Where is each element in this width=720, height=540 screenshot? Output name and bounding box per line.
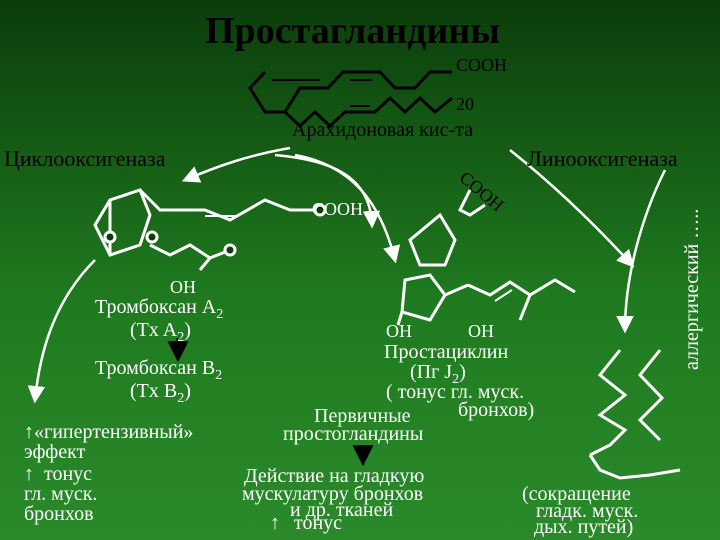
- contraction-line2: гладк. муск.: [536, 500, 639, 522]
- action-line1: Действие на гладкую: [244, 465, 425, 487]
- leukotriene-structure: [588, 349, 681, 480]
- thromboxane-a2-abbr: (Tx A2): [130, 319, 191, 345]
- prostacyclin-label: Простациклин: [384, 341, 509, 363]
- thromboxane-structure: [93, 188, 327, 271]
- hypertensive-effect-line2: эффект: [24, 441, 86, 463]
- primary-prostaglandins-line2: простогландины: [283, 423, 424, 445]
- primary-prostaglandins-line1: Первичные: [314, 405, 411, 427]
- prostacyclin-structure: [396, 189, 576, 326]
- action-line3: и др. тканей: [290, 499, 394, 521]
- up-arrow-icon: [24, 463, 34, 485]
- cyclooxygenase-label: Циклооксигеназа: [4, 146, 166, 171]
- hypertensive-effect-line1: «гипертензивный»: [24, 421, 193, 443]
- prostacyclin-tonus-2: бронхов): [458, 399, 535, 421]
- action-line4: тонус: [270, 512, 342, 534]
- carbon-number-label: 20: [456, 94, 474, 114]
- contraction-line3: дых. путей): [534, 516, 634, 538]
- prostacyclin-tonus: ( тонус гл. муск.: [386, 381, 525, 403]
- lipoxygenase-label: Линооксигеназа: [527, 146, 678, 171]
- arrows: [27, 146, 667, 404]
- cooh-label-thromboxane: COOH: [312, 199, 364, 219]
- oh-label-thromboxane: OH: [170, 277, 196, 297]
- page-title: Простагландины: [205, 10, 500, 52]
- arachidonic-acid-label: Арахидоновая кис-та: [292, 119, 473, 141]
- tonus-line1: тонус: [24, 463, 92, 485]
- up-arrow-icon: [270, 512, 280, 534]
- action-line2: мускулатуру бронхов: [242, 483, 424, 505]
- tonus-line2: гл. муск.: [24, 483, 98, 505]
- tonus-line3: бронхов: [24, 503, 94, 525]
- prostacyclin-abbr: (Пг J2): [410, 361, 466, 387]
- thromboxane-a2-name: Тромбоксан A2: [95, 296, 224, 322]
- oh-label-left: OH: [386, 321, 412, 341]
- thromboxane-b2-name: Тромбоксан B2: [95, 357, 223, 383]
- thromboxane-b2-abbr: (Tx B2): [130, 380, 191, 406]
- oh-label-right: OH: [468, 321, 494, 341]
- contraction-line1: (сокращение: [522, 483, 631, 505]
- allergic-label: аллергический …..: [681, 208, 703, 370]
- cooh-label-top: COOH: [456, 55, 508, 75]
- up-arrow-icon: [24, 421, 34, 443]
- black-down-arrows: [167, 338, 374, 467]
- arachidonic-acid-structure: [248, 70, 453, 129]
